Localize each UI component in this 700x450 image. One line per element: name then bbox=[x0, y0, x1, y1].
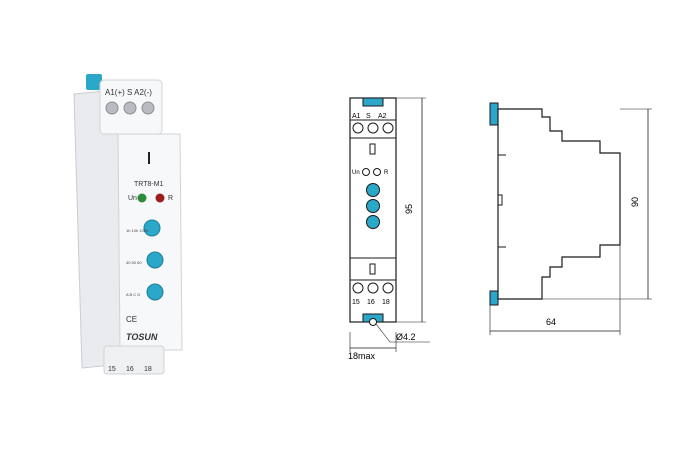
front-screw-3 bbox=[382, 122, 394, 134]
front-screw-2 bbox=[367, 122, 379, 134]
knob-range bbox=[143, 219, 161, 237]
side-dimension-drawing: 90 64 bbox=[480, 95, 670, 340]
product-photo: A1(+) S A2(-) TRT8-M1 Un R 1h 10h 100h 4… bbox=[60, 60, 220, 380]
front-led-un bbox=[362, 168, 370, 176]
led-green bbox=[137, 193, 147, 203]
led-red bbox=[155, 193, 165, 203]
front-screw-4 bbox=[352, 282, 364, 294]
front-led-r-label: R bbox=[384, 170, 389, 176]
front-clip-top bbox=[362, 97, 384, 107]
dim-height-95: 95 bbox=[404, 204, 414, 214]
side-detail bbox=[497, 194, 503, 206]
knob1-scale: 1h 10h 100h bbox=[126, 228, 148, 233]
front-knob-3 bbox=[366, 215, 380, 229]
knob-function bbox=[146, 283, 164, 301]
front-term-16: 16 bbox=[367, 299, 375, 306]
screw-a1 bbox=[105, 101, 119, 115]
relay-illustration: A1(+) S A2(-) TRT8-M1 Un R 1h 10h 100h 4… bbox=[73, 74, 183, 375]
knob3-scale: A B C D bbox=[126, 292, 140, 297]
knob-time bbox=[146, 251, 164, 269]
din-clip-top bbox=[86, 74, 102, 90]
led-r-label: R bbox=[168, 195, 173, 202]
leader-line bbox=[375, 323, 391, 343]
front-dimension-drawing: A1 S A2 Un R 15 16 18 95 bbox=[330, 90, 470, 361]
terminal-16: 16 bbox=[126, 366, 134, 373]
housing-front bbox=[117, 133, 183, 351]
front-slot bbox=[148, 152, 150, 164]
front-slot-bottom bbox=[369, 263, 376, 275]
side-clip-top bbox=[489, 102, 499, 126]
front-led-un-label: Un bbox=[352, 170, 360, 176]
terminal-15: 15 bbox=[108, 366, 116, 373]
front-knob-2 bbox=[366, 199, 380, 213]
screw-a2 bbox=[141, 101, 155, 115]
brand-logo: TOSUN bbox=[126, 332, 158, 342]
terminal-18: 18 bbox=[144, 366, 152, 373]
front-term-s: S bbox=[366, 113, 371, 120]
side-body-outline bbox=[497, 108, 621, 300]
knob2-scale: 40 50 60 bbox=[126, 260, 142, 265]
terminal-block-bottom bbox=[103, 345, 165, 375]
terminal-label-top: A1(+) S A2(-) bbox=[105, 88, 152, 97]
model-label: TRT8-M1 bbox=[134, 181, 164, 188]
front-slot bbox=[369, 143, 376, 155]
dim-height-90: 90 bbox=[630, 197, 640, 207]
front-led-r bbox=[373, 168, 381, 176]
dim-width-18max: 18max bbox=[348, 351, 376, 360]
front-term-18: 18 bbox=[382, 299, 390, 306]
ce-mark: CE bbox=[126, 315, 137, 324]
front-screw-1 bbox=[352, 122, 364, 134]
front-screw-5 bbox=[367, 282, 379, 294]
dim-hole-diameter: Ø4.2 bbox=[396, 332, 416, 342]
front-screw-6 bbox=[382, 282, 394, 294]
dim-depth-64: 64 bbox=[546, 317, 556, 327]
front-knob-1 bbox=[366, 183, 380, 197]
mount-hole bbox=[369, 318, 377, 326]
side-clip-bottom bbox=[489, 290, 499, 306]
front-term-15: 15 bbox=[352, 299, 360, 306]
front-term-a2: A2 bbox=[378, 113, 387, 120]
front-term-a1: A1 bbox=[352, 113, 361, 120]
screw-s bbox=[123, 101, 137, 115]
led-un-label: Un bbox=[128, 195, 137, 202]
